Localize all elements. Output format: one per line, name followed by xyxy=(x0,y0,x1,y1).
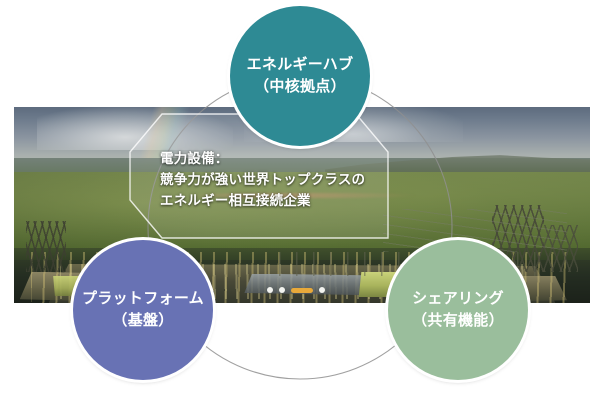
statement-text: 電力設備： 競争力が強い世界トップクラスの エネルギー相互接続企業 xyxy=(160,148,390,211)
node-energy-hub-title: エネルギーハブ xyxy=(246,56,354,73)
node-platform-title: プラットフォーム xyxy=(82,290,204,307)
statement-line-2: 競争力が強い世界トップクラスの xyxy=(160,172,366,187)
node-sharing-subtitle: （共有機能） xyxy=(412,312,504,329)
node-platform-subtitle: （基盤） xyxy=(112,312,174,329)
node-energy-hub[interactable]: エネルギーハブ （中核拠点） xyxy=(230,6,370,146)
photo-marker-dot xyxy=(279,287,286,294)
node-sharing-title: シェアリング xyxy=(412,290,504,307)
node-platform[interactable]: プラットフォーム （基盤） xyxy=(73,240,213,380)
node-energy-hub-subtitle: （中核拠点） xyxy=(254,78,346,95)
photo-marker-dot xyxy=(319,287,326,294)
photo-control-slab xyxy=(244,273,372,296)
photo-dirt-track xyxy=(186,193,418,199)
photo-marker-pill xyxy=(291,288,314,294)
statement-line-1: 電力設備： xyxy=(160,151,229,166)
node-sharing[interactable]: シェアリング （共有機能） xyxy=(388,240,528,380)
photo-pylon-left xyxy=(25,220,66,272)
statement-panel-outline xyxy=(129,113,389,239)
photo-marker-dot xyxy=(267,287,274,294)
photo-equipment-markers xyxy=(267,287,336,297)
statement-line-3: エネルギー相互接続企業 xyxy=(160,193,311,208)
photo-pylon-far-right xyxy=(543,224,579,272)
